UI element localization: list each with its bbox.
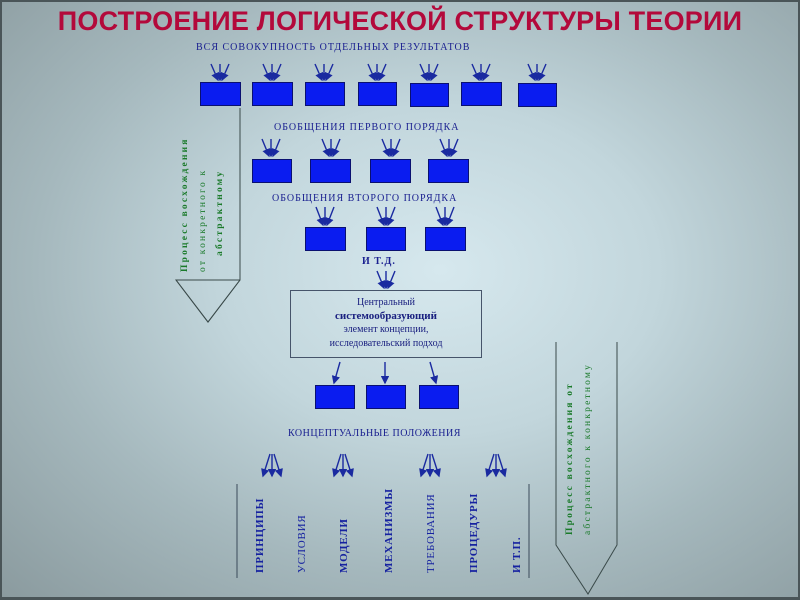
- converging-arrow: [386, 206, 396, 227]
- converging-arrow: [527, 63, 537, 82]
- concept-item-mechanisms: МЕХАНИЗМЫ: [383, 488, 395, 573]
- converging-arrow: [381, 138, 391, 158]
- diverging-arrow: [419, 453, 429, 478]
- converging-arrow: [376, 206, 386, 227]
- converging-arrow: [367, 63, 377, 82]
- converging-arrow: [429, 63, 439, 82]
- converging-arrow: [377, 63, 387, 82]
- first-order-box: [252, 159, 292, 183]
- left-process-text: от конкретного к: [198, 168, 208, 272]
- converging-arrow: [314, 63, 324, 82]
- diverging-arrow: [332, 453, 342, 478]
- first-order-label: ОБОБЩЕНИЯ ПЕРВОГО ПОРЯДКА: [274, 122, 460, 133]
- converging-arrow: [481, 63, 491, 82]
- result-box: [461, 82, 502, 106]
- left-process-arrow-tip: [175, 279, 241, 323]
- converging-arrow: [331, 138, 341, 158]
- output-box: [315, 385, 355, 409]
- converging-arrow: [376, 270, 386, 290]
- converging-arrow: [391, 138, 401, 158]
- concept-item-requirements: ТРЕБОВАНИЯ: [425, 493, 437, 573]
- central-line: системообразующий: [335, 309, 437, 322]
- converging-arrow: [210, 63, 220, 82]
- central-line: элемент концепции,: [343, 324, 429, 335]
- right-process-text: абстрактного к конкретному: [583, 362, 593, 535]
- central-output-arrow: [331, 361, 341, 385]
- concept-item-procedures: ПРОЦЕДУРЫ: [468, 492, 480, 573]
- converging-arrow: [435, 206, 445, 227]
- converging-arrow: [325, 206, 335, 227]
- first-order-box: [310, 159, 351, 183]
- converging-arrow: [321, 138, 331, 158]
- second-order-box: [425, 227, 466, 251]
- converging-arrow: [537, 63, 547, 82]
- converging-arrow: [445, 206, 455, 227]
- conceptual-label: КОНЦЕПТУАЛЬНЫЕ ПОЛОЖЕНИЯ: [288, 428, 461, 439]
- central-output-arrow: [429, 361, 439, 385]
- converging-arrow: [471, 63, 481, 82]
- diverging-arrow: [273, 453, 283, 478]
- second-order-box: [305, 227, 346, 251]
- converging-arrow: [261, 138, 271, 158]
- result-box: [410, 83, 449, 107]
- first-order-box: [370, 159, 411, 183]
- output-box: [366, 385, 406, 409]
- converging-arrow: [324, 63, 334, 82]
- result-box: [358, 82, 397, 106]
- diverging-arrow: [497, 453, 507, 478]
- central-line: Центральный: [356, 297, 415, 308]
- diverging-arrow: [344, 453, 354, 478]
- right-process-text: Процесс восхождения от: [565, 382, 575, 535]
- output-box: [419, 385, 459, 409]
- converging-arrow: [386, 270, 396, 290]
- converging-arrow: [272, 63, 282, 82]
- diverging-arrow: [431, 453, 441, 478]
- result-box: [518, 83, 557, 107]
- results-label: ВСЯ СОВОКУПНОСТЬ ОТДЕЛЬНЫХ РЕЗУЛЬТАТОВ: [196, 42, 471, 53]
- diverging-arrow: [261, 453, 271, 478]
- second-order-box: [366, 227, 406, 251]
- concept-item-conditions: УСЛОВИЯ: [296, 514, 308, 573]
- converging-arrow: [315, 206, 325, 227]
- concept-item-etc: И Т.П.: [511, 536, 523, 573]
- etc-label: И Т.Д.: [362, 256, 396, 267]
- converging-arrow: [449, 138, 459, 158]
- left-process-text: абстрактному: [215, 169, 225, 256]
- central-element-box: Центральный системообразующий элемент ко…: [290, 290, 482, 358]
- converging-arrow: [439, 138, 449, 158]
- result-box: [200, 82, 241, 106]
- result-box: [252, 82, 293, 106]
- converging-arrow: [271, 138, 281, 158]
- slide-title: ПОСТРОЕНИЕ ЛОГИЧЕСКОЙ СТРУКТУРЫ ТЕОРИИ: [57, 6, 743, 36]
- concept-item-principles: ПРИНЦИПЫ: [254, 497, 266, 573]
- first-order-box: [428, 159, 469, 183]
- central-line: исследовательский подход: [329, 337, 443, 349]
- concept-item-models: МОДЕЛИ: [338, 518, 350, 573]
- right-process-arrow-outline: [555, 342, 618, 595]
- converging-arrow: [220, 63, 230, 82]
- converging-arrow: [262, 63, 272, 82]
- second-order-label: ОБОБЩЕНИЯ ВТОРОГО ПОРЯДКА: [272, 193, 458, 204]
- left-process-text: Процесс восхождения: [180, 137, 190, 272]
- converging-arrow: [419, 63, 429, 82]
- diverging-arrow: [485, 453, 495, 478]
- result-box: [305, 82, 345, 106]
